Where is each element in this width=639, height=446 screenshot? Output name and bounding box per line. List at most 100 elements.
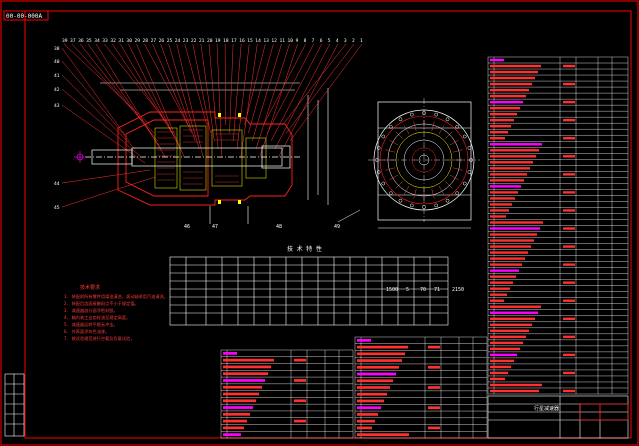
bolt-hole bbox=[445, 198, 450, 203]
bom-entry bbox=[563, 299, 575, 302]
bolt-hole bbox=[445, 117, 450, 122]
bom-entry bbox=[357, 406, 381, 410]
callout-5: 5 bbox=[328, 38, 331, 44]
bolt-hole bbox=[381, 134, 386, 139]
bom-entry bbox=[490, 275, 516, 278]
bom-entry bbox=[490, 233, 537, 236]
leader-line bbox=[267, 43, 314, 134]
callout-49: 49 bbox=[334, 224, 340, 230]
leader-line bbox=[282, 43, 347, 126]
bolt-hole bbox=[398, 117, 403, 122]
stamp-text: 00-00-000A bbox=[6, 13, 43, 20]
callout-8: 8 bbox=[304, 38, 307, 44]
bom-entry bbox=[490, 371, 508, 375]
bolt-hole bbox=[462, 181, 467, 186]
bottom-callout-numbers: 46 47 48 49 bbox=[184, 224, 340, 230]
bom-entry bbox=[490, 197, 515, 200]
bom-entry bbox=[490, 347, 520, 351]
tech-characteristics-table bbox=[169, 256, 449, 326]
leader-line bbox=[144, 43, 189, 126]
leader-line bbox=[61, 47, 126, 136]
leader-line bbox=[61, 88, 141, 157]
callout-36: 36 bbox=[78, 38, 84, 44]
callout-29: 29 bbox=[134, 38, 140, 44]
bom-entry bbox=[563, 155, 575, 158]
bom-entry bbox=[563, 281, 575, 284]
notes-title: 技术要求 bbox=[80, 284, 100, 291]
bom-entry bbox=[490, 323, 532, 326]
callout-35: 35 bbox=[86, 38, 92, 44]
leader-line bbox=[274, 43, 331, 150]
tech-table-values: 1500 5 70 71 2150 bbox=[386, 287, 464, 293]
leader-line bbox=[61, 104, 146, 164]
leader-line bbox=[71, 43, 154, 134]
bom-entry bbox=[223, 358, 274, 362]
callout-31: 31 bbox=[118, 38, 124, 44]
callout-23: 23 bbox=[183, 38, 189, 44]
bom-entry bbox=[357, 359, 402, 362]
bom-entry bbox=[490, 58, 504, 62]
callout-19: 19 bbox=[215, 38, 221, 44]
bom-entry bbox=[223, 385, 262, 389]
leader-line bbox=[248, 43, 274, 134]
bom-entry bbox=[490, 179, 524, 182]
radial-mark bbox=[452, 167, 463, 171]
radial-mark bbox=[449, 174, 459, 181]
bom-entry bbox=[223, 433, 241, 436]
bom-entry bbox=[490, 185, 521, 188]
radial-mark bbox=[413, 121, 417, 132]
title-block-name: 行星减速器 bbox=[534, 405, 559, 412]
bom-entry bbox=[490, 389, 539, 393]
callout-3: 3 bbox=[344, 38, 347, 44]
tech-value-3: 70 bbox=[420, 287, 426, 293]
bom-entry bbox=[490, 70, 538, 74]
callout-16: 16 bbox=[239, 38, 245, 44]
bom-entry bbox=[490, 245, 531, 248]
leader-line bbox=[96, 43, 166, 158]
leader-line bbox=[255, 43, 290, 150]
parts-list-bottom-left bbox=[220, 349, 354, 439]
bolt-hole bbox=[388, 191, 393, 196]
bom-entry bbox=[563, 335, 575, 339]
bom-entry bbox=[490, 299, 504, 302]
callout-34: 34 bbox=[94, 38, 100, 44]
callout-10: 10 bbox=[288, 38, 294, 44]
bom-entry bbox=[223, 412, 250, 416]
bom-entry bbox=[357, 345, 408, 349]
bom-entry bbox=[490, 263, 522, 266]
bom-entry bbox=[490, 64, 541, 68]
leader-line bbox=[278, 43, 339, 158]
bom-entry bbox=[223, 406, 253, 409]
bom-entry bbox=[490, 311, 538, 314]
radial-mark bbox=[403, 125, 410, 135]
callout-12: 12 bbox=[271, 38, 277, 44]
bom-entry bbox=[490, 76, 535, 80]
bom-entry bbox=[490, 287, 510, 290]
leader-line bbox=[251, 43, 282, 142]
bom-entry bbox=[357, 413, 378, 416]
bom-entry bbox=[223, 352, 237, 355]
callout-32: 32 bbox=[110, 38, 116, 44]
bom-entry bbox=[223, 379, 265, 382]
radial-mark bbox=[385, 167, 396, 171]
leader-line bbox=[61, 169, 151, 184]
callout-2: 2 bbox=[352, 38, 355, 44]
bolt-hole bbox=[375, 158, 379, 162]
bolt-hole bbox=[398, 198, 403, 203]
bom-entry bbox=[490, 173, 527, 176]
leader-line bbox=[176, 43, 204, 158]
callout-43: 43 bbox=[54, 103, 60, 109]
tech-value-1: 1500 bbox=[386, 287, 398, 293]
bolt-hole bbox=[462, 134, 467, 139]
bom-entry bbox=[490, 251, 528, 254]
radial-mark bbox=[395, 181, 403, 189]
bom-entry bbox=[490, 106, 520, 110]
reducer-section-view bbox=[61, 43, 363, 224]
note-6: 6. 外表面涂灰色油漆。 bbox=[64, 328, 109, 335]
bom-entry bbox=[490, 209, 509, 212]
bom-entry bbox=[428, 365, 440, 369]
bom-entry bbox=[490, 149, 539, 152]
radial-mark bbox=[445, 181, 453, 189]
callout-37: 37 bbox=[70, 38, 76, 44]
bom-entry bbox=[490, 239, 534, 242]
